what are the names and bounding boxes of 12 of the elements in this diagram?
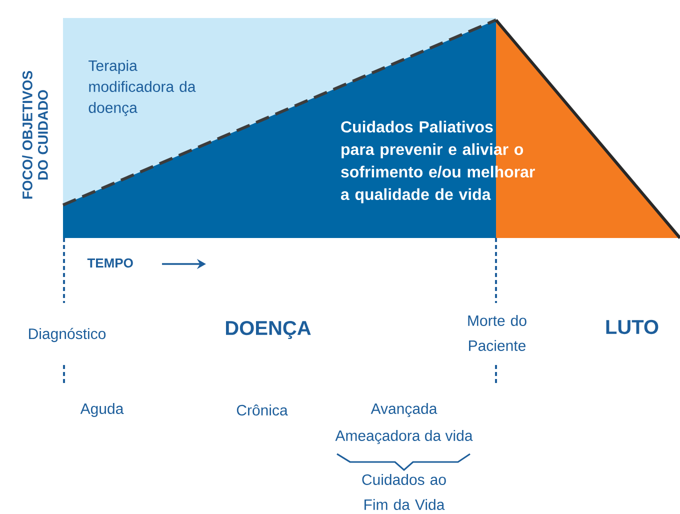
area-label: Terapia modificadora da doença [88, 60, 196, 116]
stage-label: Cuidados ao Fim da Vida [362, 474, 446, 510]
stage-label: Avançada [370, 402, 438, 418]
stage-label: Ameaçadora da vida [335, 430, 473, 444]
stage-label: Aguda [80, 403, 124, 417]
stage-label: Crônica [236, 404, 288, 416]
axis-label: TEMPO [87, 258, 133, 268]
phase-label: LUTO [606, 320, 658, 334]
milestone-label: Diagnóstico [29, 328, 106, 342]
axis-title: FOCO/ OBJETIVOS DO CUIDADO [22, 70, 48, 199]
milestone-label: Morte do Paciente [468, 314, 526, 351]
phase-label: DOENÇA [226, 320, 311, 340]
